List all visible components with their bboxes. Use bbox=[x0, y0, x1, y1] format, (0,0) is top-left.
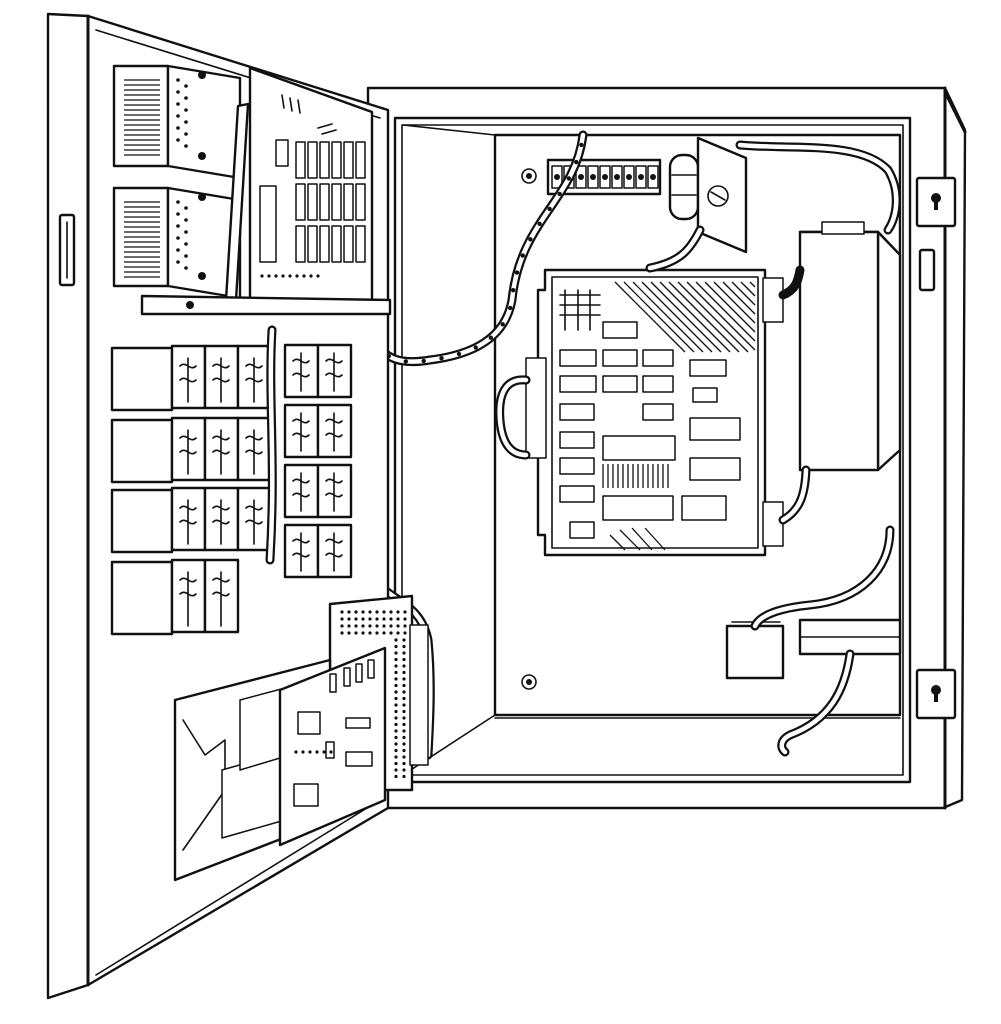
wire-tie bbox=[547, 206, 552, 212]
relay-side bbox=[112, 490, 172, 552]
wire-tie bbox=[557, 191, 562, 197]
ic-chip bbox=[296, 226, 305, 262]
ic-chip bbox=[320, 142, 329, 178]
ic-chip bbox=[603, 496, 673, 520]
ic-chip bbox=[308, 142, 317, 178]
din-rail bbox=[800, 620, 900, 654]
wire-tie bbox=[439, 356, 444, 361]
ic-chip bbox=[346, 752, 372, 766]
main-circuit-board bbox=[526, 270, 783, 555]
relay-side bbox=[112, 420, 172, 482]
wire-tie bbox=[500, 322, 505, 327]
ic-chip bbox=[560, 350, 596, 366]
door-latch-top bbox=[917, 178, 955, 226]
ic-chip bbox=[603, 322, 637, 338]
ic-chip bbox=[560, 458, 594, 474]
wire-tie bbox=[403, 359, 408, 364]
mounting-screw bbox=[522, 169, 536, 183]
ic-chip bbox=[296, 142, 305, 178]
transformer-box bbox=[800, 222, 900, 470]
ic-chip bbox=[603, 436, 675, 460]
ic-chip bbox=[320, 184, 329, 220]
ic-chip bbox=[346, 718, 370, 728]
relay-side bbox=[112, 562, 172, 634]
ic-chip bbox=[603, 350, 637, 366]
ic-chip bbox=[344, 142, 353, 178]
ic-chip bbox=[682, 496, 726, 520]
ic-chip bbox=[332, 184, 341, 220]
board-connector bbox=[763, 278, 783, 322]
mounting-bracket bbox=[698, 138, 746, 252]
ic-chip bbox=[296, 184, 305, 220]
wire-tie bbox=[537, 221, 542, 226]
ic-chip bbox=[332, 226, 341, 262]
wire-tie bbox=[579, 142, 584, 148]
side-slot bbox=[920, 250, 934, 290]
ic-chip bbox=[330, 674, 336, 692]
power-supply-module bbox=[114, 66, 240, 178]
ic-chip bbox=[344, 184, 353, 220]
ic-chip bbox=[643, 376, 673, 392]
ic-chip bbox=[332, 142, 341, 178]
ic-chip bbox=[276, 140, 288, 166]
ic-chip bbox=[326, 742, 334, 758]
power-supply-module bbox=[114, 188, 240, 298]
ic-chip bbox=[308, 184, 317, 220]
board-connector bbox=[526, 358, 546, 458]
wire-tie bbox=[473, 345, 478, 350]
relay-side bbox=[112, 348, 172, 410]
wire-tie bbox=[566, 176, 571, 181]
wire-tie bbox=[528, 237, 533, 242]
board-grid-pattern bbox=[560, 290, 600, 330]
ic-chip bbox=[693, 388, 717, 402]
ic-chip bbox=[356, 664, 362, 682]
wire-tie bbox=[456, 351, 462, 357]
wire-tie bbox=[520, 253, 525, 258]
ic-chip bbox=[260, 186, 276, 262]
mounting-screw bbox=[522, 675, 536, 689]
wire-tie bbox=[421, 358, 426, 364]
wire-tie bbox=[511, 288, 516, 293]
ic-chip bbox=[320, 226, 329, 262]
relay-bank bbox=[112, 330, 351, 634]
ic-chip bbox=[570, 522, 594, 538]
ic-chip bbox=[294, 784, 318, 806]
ic-chip bbox=[344, 226, 353, 262]
ic-chip bbox=[690, 360, 726, 376]
ic-chip bbox=[603, 376, 637, 392]
capacitor bbox=[670, 155, 698, 219]
ic-chip bbox=[643, 350, 673, 366]
ic-chip bbox=[690, 458, 740, 480]
ic-chip bbox=[643, 404, 673, 420]
ic-chip bbox=[368, 660, 374, 678]
door-circuit-board bbox=[226, 68, 372, 300]
door-latch-bottom bbox=[917, 670, 955, 718]
ic-chip bbox=[298, 712, 320, 734]
ic-chip bbox=[560, 376, 596, 392]
ic-chip bbox=[356, 226, 365, 262]
mounting-shelf bbox=[142, 296, 390, 314]
wire-tie bbox=[574, 159, 579, 165]
wire-tie bbox=[514, 270, 520, 275]
ic-chip bbox=[560, 432, 594, 448]
ic-chip bbox=[308, 226, 317, 262]
ic-chip bbox=[690, 418, 740, 440]
ic-chip bbox=[356, 184, 365, 220]
lower-door-circuit-card bbox=[280, 648, 385, 845]
wire-tie bbox=[488, 335, 493, 340]
ic-chip bbox=[560, 404, 594, 420]
ic-chip bbox=[356, 142, 365, 178]
wire-tie bbox=[508, 305, 513, 311]
board-connector bbox=[763, 502, 783, 546]
ic-chip bbox=[560, 486, 594, 502]
ic-chip bbox=[344, 668, 350, 686]
